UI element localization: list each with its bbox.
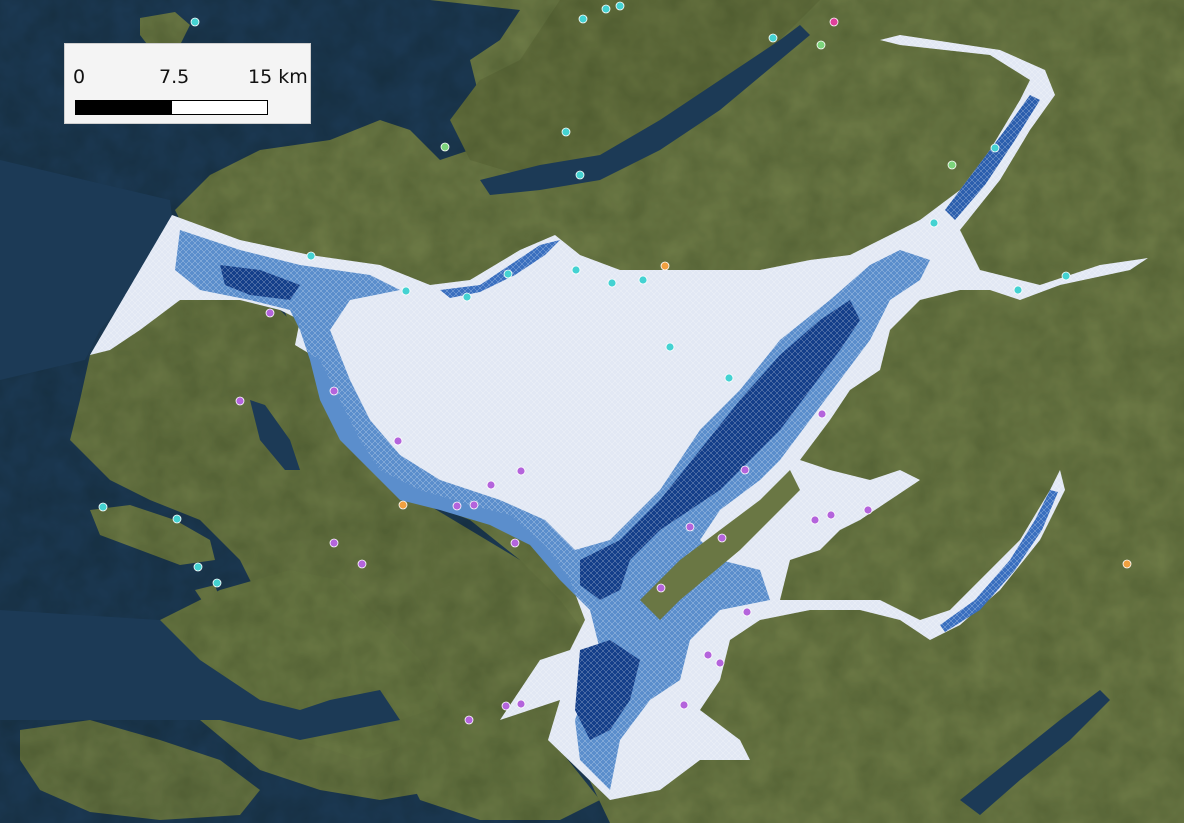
- site-marker-purple[interactable]: [464, 715, 474, 725]
- scale-bar-black-segment: [75, 100, 173, 115]
- site-marker-orange[interactable]: [660, 261, 670, 271]
- site-marker-purple[interactable]: [516, 699, 526, 709]
- loch-north-channel: [480, 25, 810, 195]
- site-marker-purple[interactable]: [510, 538, 520, 548]
- site-marker-green[interactable]: [816, 40, 826, 50]
- site-marker-purple[interactable]: [810, 515, 820, 525]
- site-marker-cyan[interactable]: [401, 286, 411, 296]
- site-marker-cyan[interactable]: [212, 578, 222, 588]
- site-marker-purple[interactable]: [679, 700, 689, 710]
- site-marker-cyan[interactable]: [462, 292, 472, 302]
- site-marker-cyan[interactable]: [601, 4, 611, 14]
- site-marker-cyan[interactable]: [990, 143, 1000, 153]
- site-marker-purple[interactable]: [740, 465, 750, 475]
- scale-bar: 0 7.5 15 km: [64, 43, 311, 124]
- site-marker-pink[interactable]: [829, 17, 839, 27]
- site-marker-cyan[interactable]: [571, 265, 581, 275]
- sea-inlet-south: [0, 610, 400, 740]
- site-marker-purple[interactable]: [826, 510, 836, 520]
- scale-bar-white-segment: [171, 100, 268, 115]
- site-marker-cyan[interactable]: [929, 218, 939, 228]
- scale-label-end: 15 km: [248, 66, 308, 88]
- site-marker-orange[interactable]: [1122, 559, 1132, 569]
- site-marker-purple[interactable]: [329, 538, 339, 548]
- site-marker-cyan[interactable]: [1061, 271, 1071, 281]
- site-marker-green[interactable]: [947, 160, 957, 170]
- site-marker-purple[interactable]: [486, 480, 496, 490]
- site-marker-cyan[interactable]: [768, 33, 778, 43]
- site-marker-purple[interactable]: [863, 505, 873, 515]
- site-marker-purple[interactable]: [717, 533, 727, 543]
- site-markers: [98, 1, 1132, 725]
- site-marker-purple[interactable]: [516, 466, 526, 476]
- site-marker-green[interactable]: [440, 142, 450, 152]
- inland-water: [0, 25, 1110, 815]
- site-marker-cyan[interactable]: [98, 502, 108, 512]
- loch-south-east: [960, 690, 1110, 815]
- site-marker-cyan[interactable]: [578, 14, 588, 24]
- site-marker-purple[interactable]: [742, 607, 752, 617]
- site-marker-purple[interactable]: [357, 559, 367, 569]
- site-marker-cyan[interactable]: [172, 514, 182, 524]
- site-marker-purple[interactable]: [685, 522, 695, 532]
- site-marker-purple[interactable]: [265, 308, 275, 318]
- site-marker-purple[interactable]: [817, 409, 827, 419]
- site-marker-purple[interactable]: [656, 583, 666, 593]
- loch-peninsula-small: [250, 400, 300, 470]
- mesh-texture: [90, 35, 1148, 800]
- site-marker-purple[interactable]: [452, 501, 462, 511]
- site-marker-cyan[interactable]: [665, 342, 675, 352]
- site-marker-cyan[interactable]: [575, 170, 585, 180]
- site-marker-cyan[interactable]: [615, 1, 625, 11]
- site-marker-purple[interactable]: [393, 436, 403, 446]
- mesh-domain: [90, 35, 1148, 800]
- site-marker-orange[interactable]: [398, 500, 408, 510]
- site-marker-purple[interactable]: [501, 701, 511, 711]
- site-marker-purple[interactable]: [235, 396, 245, 406]
- site-marker-cyan[interactable]: [724, 373, 734, 383]
- scale-label-start: 0: [73, 66, 86, 88]
- sea-inlet-west: [0, 160, 175, 380]
- site-marker-cyan[interactable]: [190, 17, 200, 27]
- site-marker-cyan[interactable]: [193, 562, 203, 572]
- site-marker-cyan[interactable]: [561, 127, 571, 137]
- scale-label-mid: 7.5: [159, 66, 190, 88]
- site-marker-cyan[interactable]: [1013, 285, 1023, 295]
- mesh-inner-island: [640, 470, 800, 620]
- site-marker-cyan[interactable]: [306, 251, 316, 261]
- site-marker-purple[interactable]: [715, 658, 725, 668]
- site-marker-cyan[interactable]: [607, 278, 617, 288]
- site-marker-cyan[interactable]: [503, 269, 513, 279]
- site-marker-purple[interactable]: [469, 500, 479, 510]
- site-marker-cyan[interactable]: [638, 275, 648, 285]
- site-marker-purple[interactable]: [329, 386, 339, 396]
- site-marker-purple[interactable]: [703, 650, 713, 660]
